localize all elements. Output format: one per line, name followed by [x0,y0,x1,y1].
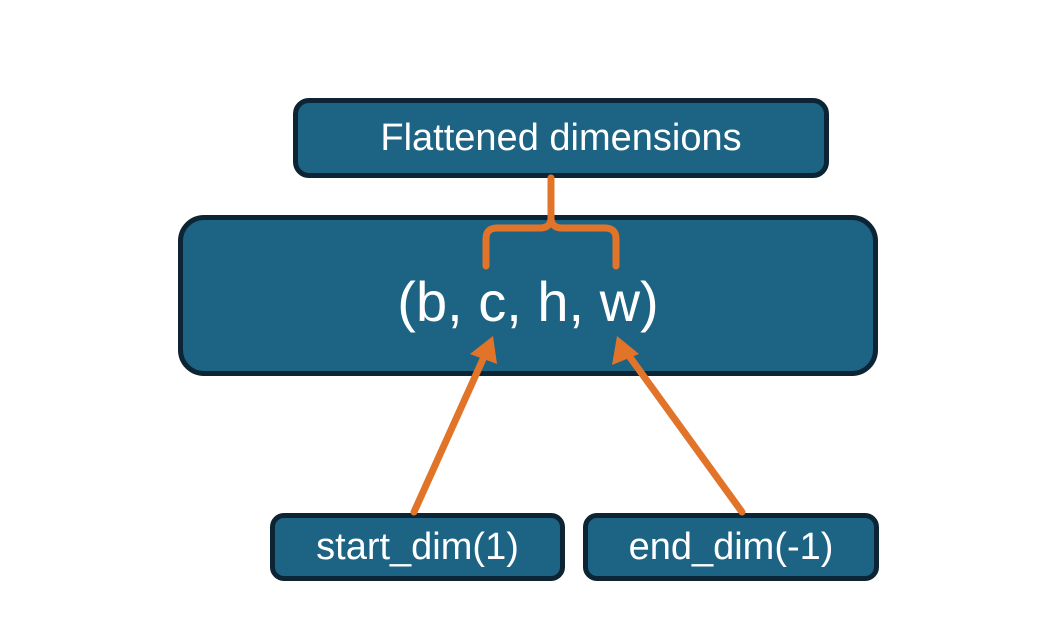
node-start-dim: start_dim(1) [270,513,565,581]
node-end-dim: end_dim(-1) [583,513,879,581]
node-end-dim-label: end_dim(-1) [628,526,834,568]
node-flattened-dimensions-label: Flattened dimensions [380,117,742,159]
node-tensor-shape: (b, c, h, w) [178,215,878,376]
node-flattened-dimensions: Flattened dimensions [293,98,829,178]
node-start-dim-label: start_dim(1) [316,526,519,568]
node-tensor-shape-label: (b, c, h, w) [397,269,659,333]
